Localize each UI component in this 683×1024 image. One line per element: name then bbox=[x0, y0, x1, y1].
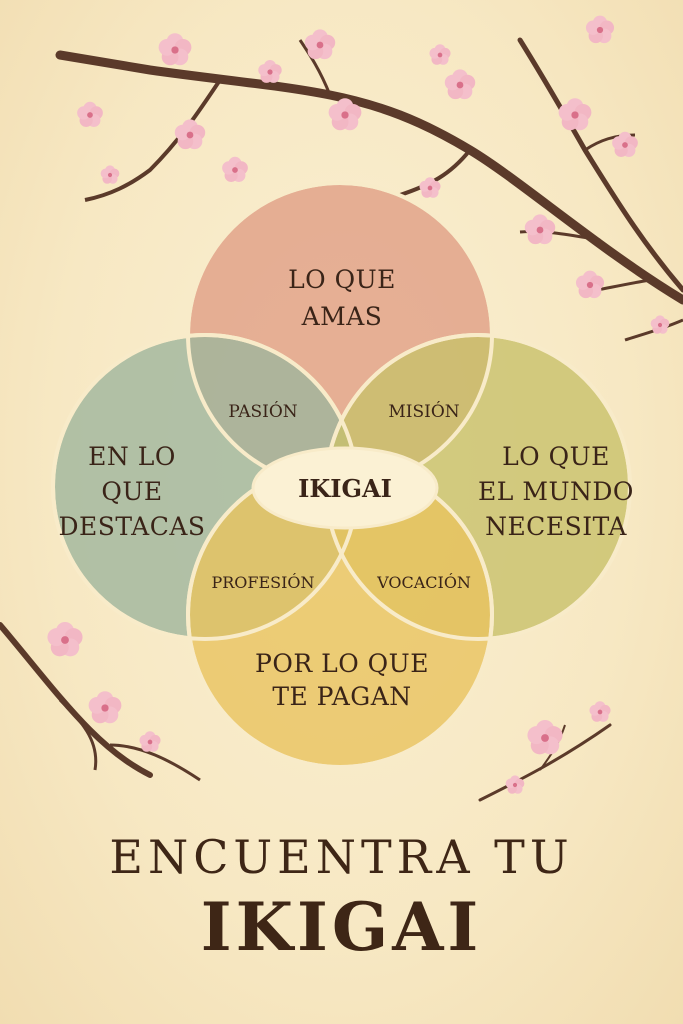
label-destacas-3: DESTACAS bbox=[58, 512, 205, 541]
label-profesion: PROFESIÓN bbox=[211, 572, 314, 592]
label-lo-que-amas-2: AMAS bbox=[301, 302, 383, 331]
label-lo-que-amas-1: LO QUE bbox=[288, 265, 396, 294]
label-vocacion: VOCACIÓN bbox=[376, 572, 471, 592]
label-pagan-1: POR LO QUE bbox=[255, 649, 429, 678]
poster-title-line2: IKIGAI bbox=[200, 888, 483, 966]
cherry-branch-bottom-left bbox=[0, 622, 201, 782]
poster-title-line1: ENCUENTRA TU bbox=[109, 830, 574, 884]
label-ikigai-center: IKIGAI bbox=[298, 474, 392, 503]
venn-diagram bbox=[51, 181, 632, 769]
label-mundo-1: LO QUE bbox=[502, 442, 610, 471]
ikigai-center bbox=[251, 446, 439, 530]
label-mision: MISIÓN bbox=[388, 401, 459, 422]
cherry-branch-bottom-right bbox=[478, 701, 612, 802]
label-destacas-2: QUE bbox=[101, 477, 162, 506]
label-pagan-2: TE PAGAN bbox=[272, 682, 411, 711]
label-destacas-1: EN LO bbox=[88, 442, 176, 471]
label-mundo-3: NECESITA bbox=[485, 512, 627, 541]
label-pasion: PASIÓN bbox=[228, 401, 297, 422]
label-mundo-2: EL MUNDO bbox=[478, 477, 634, 506]
cherry-branch-top bbox=[55, 15, 683, 342]
